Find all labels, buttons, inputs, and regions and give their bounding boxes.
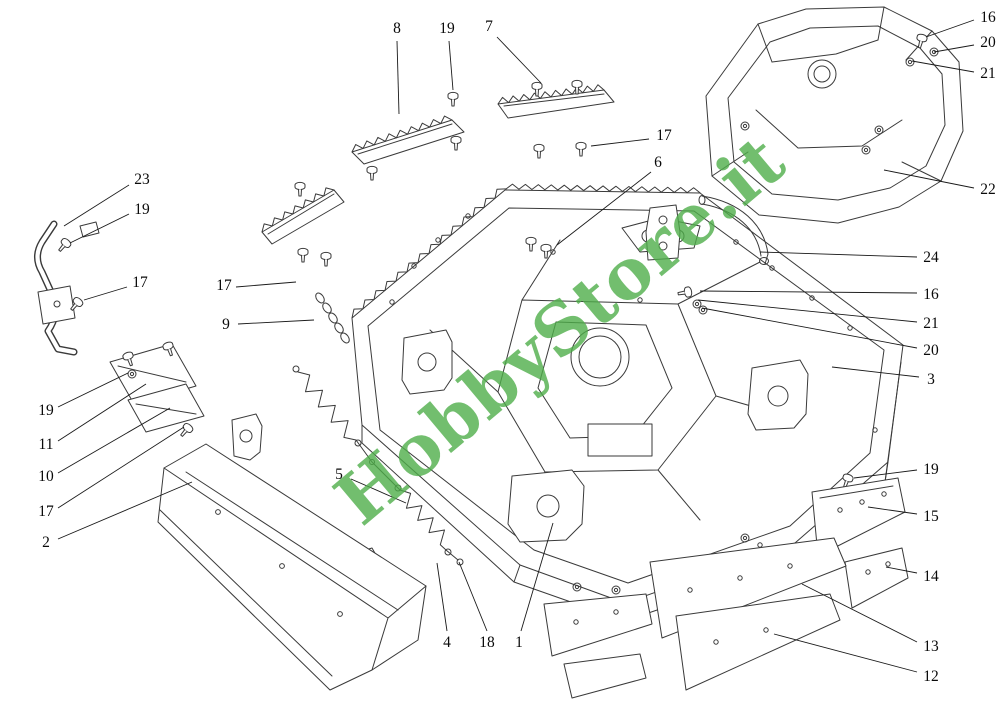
- bottom-plates-drawing: [543, 477, 909, 699]
- callout-7-2: 7: [485, 18, 493, 35]
- callout-11-20: 11: [38, 436, 54, 453]
- part-7-rail-drawing: [497, 79, 615, 159]
- part-9-chain-drawing: [315, 292, 350, 344]
- callout-19-1: 19: [439, 20, 455, 37]
- callout-16-3: 16: [980, 9, 996, 26]
- callout-20-4: 20: [980, 34, 996, 51]
- part-10-11-plates-drawing: [109, 340, 205, 440]
- part-23-bracket-drawing: [34, 220, 100, 356]
- callout-leader-lines: [57, 19, 975, 673]
- callout-21-15: 21: [923, 315, 939, 332]
- callout-1-32: 1: [515, 634, 523, 651]
- callout-17-11: 17: [216, 277, 232, 294]
- callout-12-29: 12: [923, 668, 939, 685]
- callout-5-24: 5: [335, 466, 343, 483]
- callout-2-23: 2: [42, 534, 50, 551]
- callout-21-5: 21: [980, 65, 996, 82]
- callout-17-22: 17: [38, 503, 54, 520]
- callout-6-7: 6: [654, 154, 662, 171]
- part-8-rail-drawing: [351, 91, 465, 181]
- callout-19-19: 19: [38, 402, 54, 419]
- callout-8-0: 8: [393, 20, 401, 37]
- callout-16-14: 16: [923, 286, 939, 303]
- callout-20-16: 20: [923, 342, 939, 359]
- left-rail-drawing: [261, 181, 345, 267]
- callout-23-8: 23: [134, 171, 150, 188]
- callout-22-12: 22: [980, 181, 996, 198]
- part-2-panel-drawing: [157, 443, 427, 691]
- springs-drawing: [292, 365, 464, 566]
- callout-4-30: 4: [443, 634, 451, 651]
- callout-14-27: 14: [923, 568, 939, 585]
- callout-10-21: 10: [38, 468, 54, 485]
- callout-17-10: 17: [132, 274, 148, 291]
- callout-17-6: 17: [656, 127, 672, 144]
- callout-19-25: 19: [923, 461, 939, 478]
- callout-9-18: 9: [222, 316, 230, 333]
- callout-3-17: 3: [927, 371, 935, 388]
- callout-13-28: 13: [923, 638, 939, 655]
- callout-18-31: 18: [479, 634, 495, 651]
- callout-19-9: 19: [134, 201, 150, 218]
- callout-15-26: 15: [923, 508, 939, 525]
- callout-24-13: 24: [923, 249, 939, 266]
